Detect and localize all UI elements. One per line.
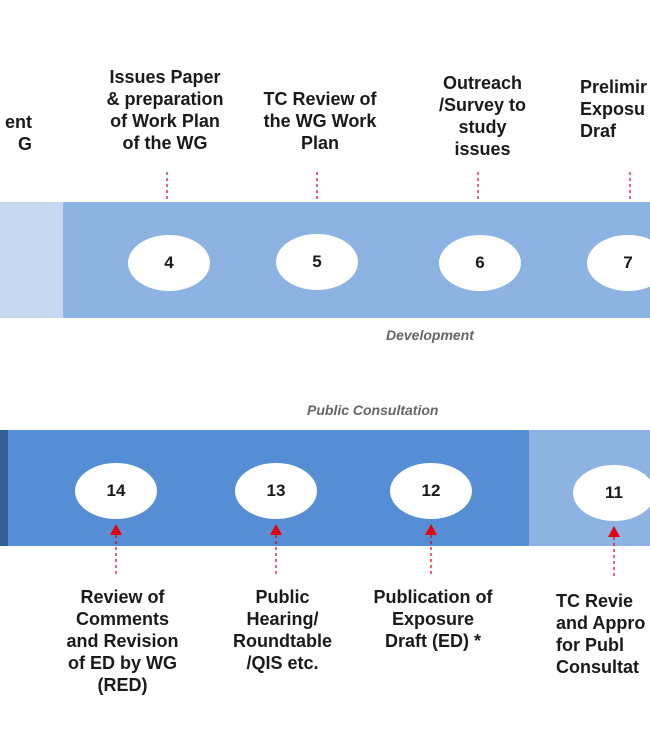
step-5-node: 5	[276, 234, 358, 290]
step-6-label: Outreach /Survey to study issues	[438, 73, 527, 159]
arrow-step-12	[425, 524, 437, 574]
bottom-band-edge	[0, 430, 8, 546]
step-13-label: Public Hearing/ Roundtable /QIS etc.	[233, 587, 332, 673]
top-band-previous-phase	[0, 202, 63, 318]
step-13-node: 13	[235, 463, 317, 519]
step-3-label-partial: ent G	[5, 112, 32, 154]
arrow-step-11	[608, 526, 620, 576]
arrow-step-14	[110, 524, 122, 574]
step-12-node: 12	[390, 463, 472, 519]
step-4-label: Issues Paper & preparation of Work Plan …	[106, 67, 224, 153]
step-11-node: 11	[573, 465, 650, 521]
step-14-node: 14	[75, 463, 157, 519]
step-14-label: Review of Comments and Revision of ED by…	[66, 587, 179, 695]
step-7-label-partial: Prelimir Exposu Draf	[580, 77, 648, 141]
arrow-step-13	[270, 524, 282, 574]
step-11-label-partial: TC Revie and Appro for Publ Consultat	[556, 591, 646, 677]
phase-label-public-consultation: Public Consultation	[307, 402, 439, 418]
step-5-label: TC Review of the WG Work Plan	[263, 89, 377, 153]
step-7-node: 7	[587, 235, 650, 291]
step-4-node: 4	[128, 235, 210, 291]
step-6-node: 6	[439, 235, 521, 291]
phase-label-development: Development	[386, 327, 474, 343]
step-12-label: Publication of Exposure Draft (ED) *	[373, 587, 493, 651]
